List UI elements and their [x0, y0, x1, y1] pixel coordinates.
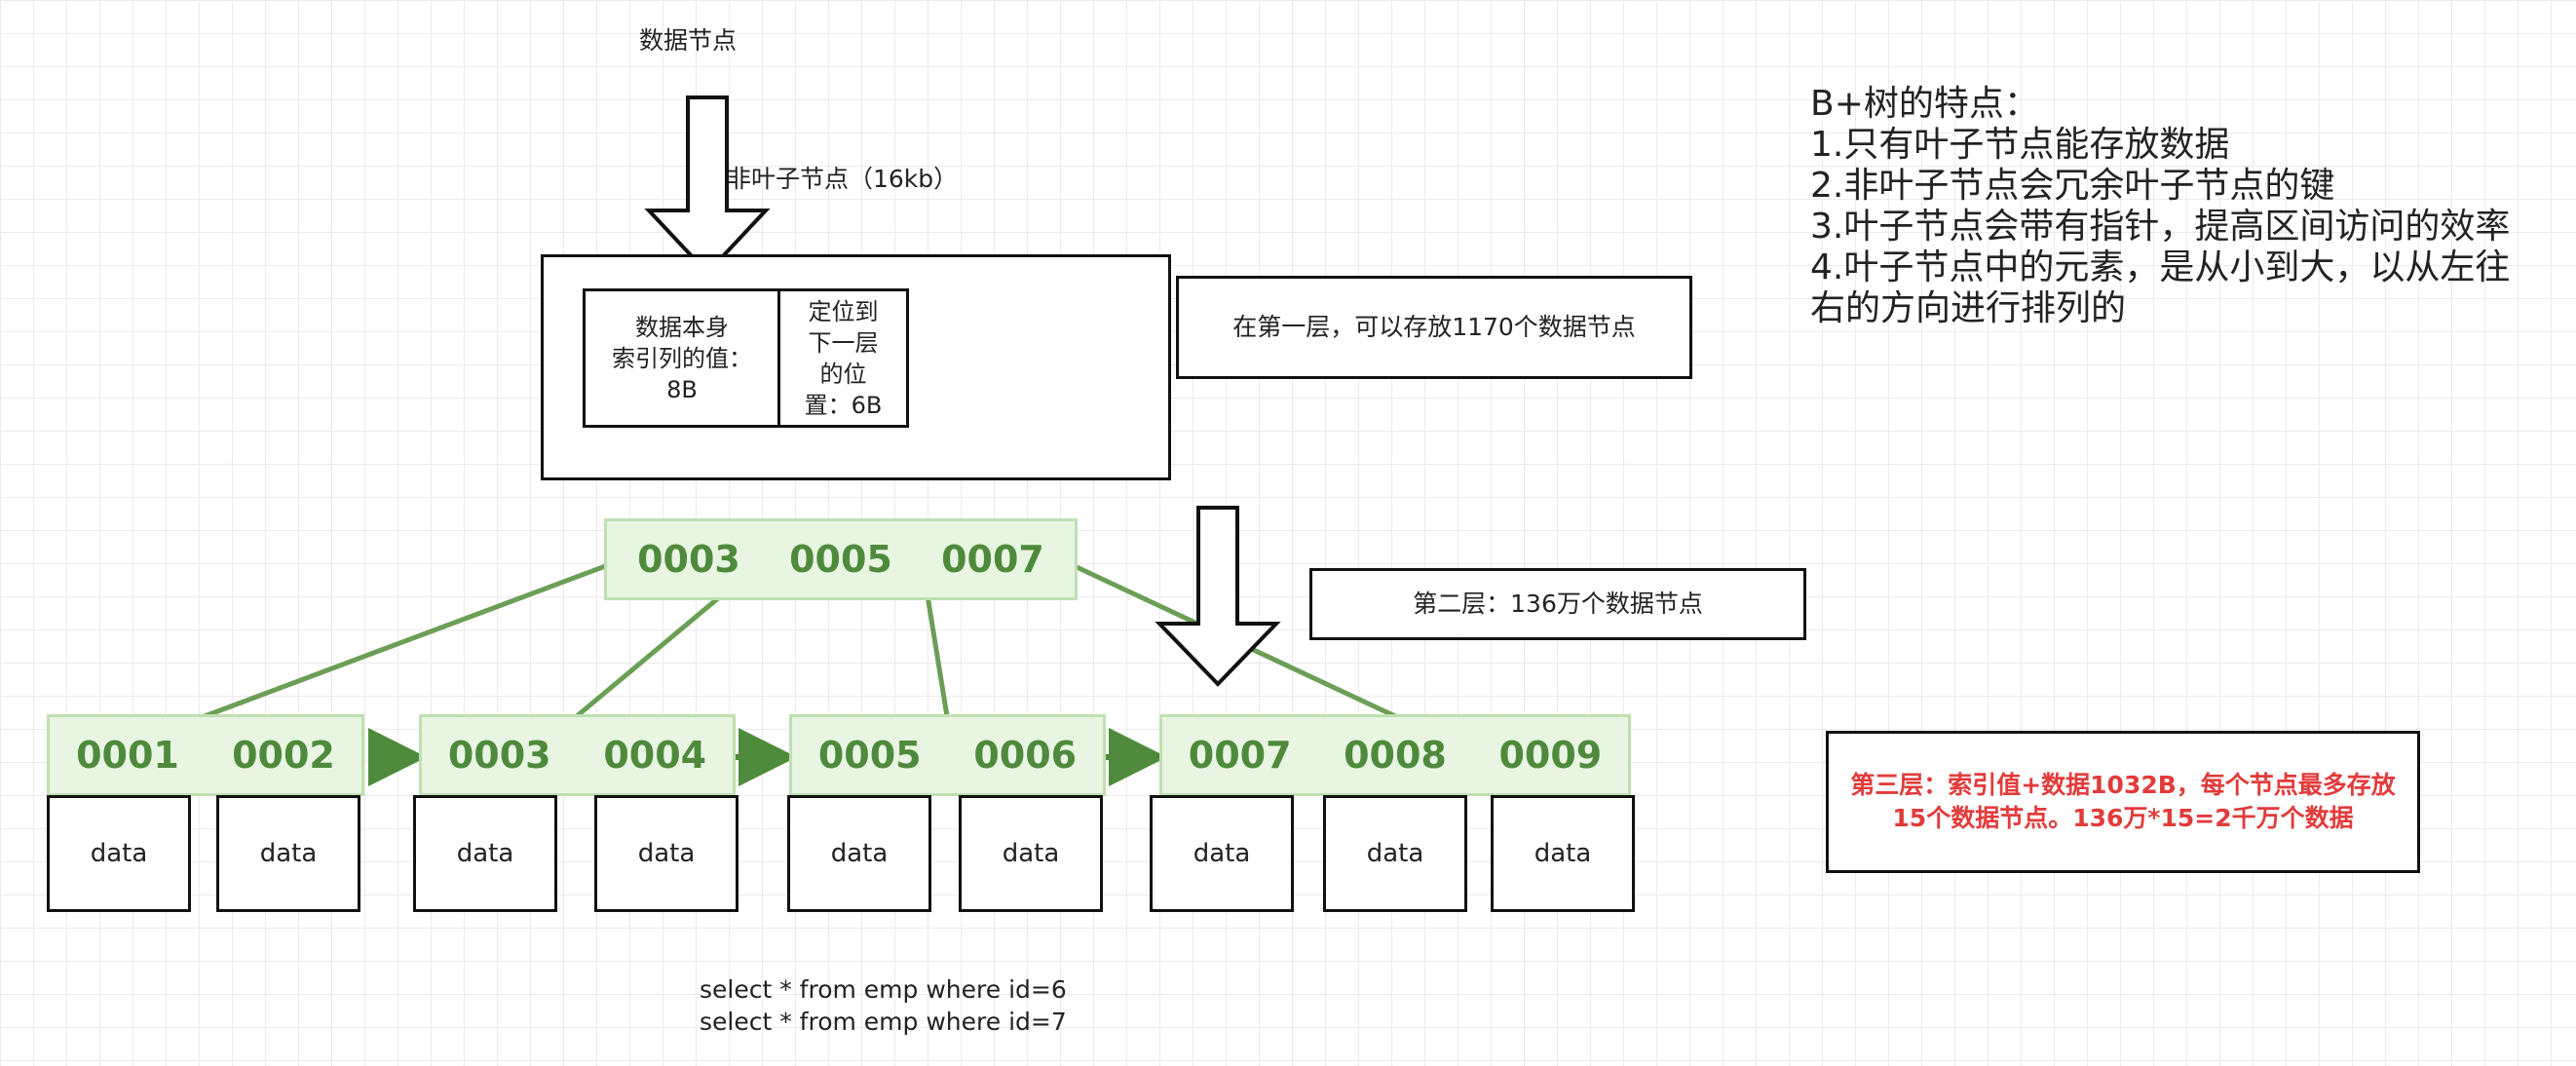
data-node-label: 数据节点 — [639, 26, 738, 55]
bplus-features: B+树的特点： 1.只有叶子节点能存放数据 2.非叶子节点会冗余叶子节点的键 3… — [1810, 84, 2510, 329]
feature-2: 2.非叶子节点会冗余叶子节点的键 — [1810, 166, 2335, 206]
data-box: data — [959, 795, 1103, 912]
features-title: B+树的特点： — [1810, 84, 2039, 124]
data-box: data — [47, 795, 191, 912]
pointer-line-3: 的位 — [819, 360, 867, 388]
pointer-cell: 定位到 下一层 的位 置：6B — [777, 288, 909, 428]
leaf-key: 0003 — [447, 734, 551, 777]
data-box: data — [1150, 795, 1294, 912]
leaf-key: 0005 — [817, 734, 922, 777]
leaf-key: 0009 — [1498, 734, 1603, 777]
index-value-cell: 数据本身 索引列的值： 8B — [583, 288, 781, 428]
data-box: data — [787, 795, 931, 912]
root-key: 0005 — [789, 538, 892, 581]
pointer-line-2: 下一层 — [808, 328, 879, 357]
non-leaf-node-label: 非叶子节点（16kb） — [727, 165, 959, 193]
data-box: data — [1491, 795, 1635, 912]
leaf-node-3: 0005 0006 — [789, 714, 1106, 796]
root-key: 0003 — [637, 538, 740, 581]
data-box: data — [216, 795, 360, 912]
layer1-text: 在第一层，可以存放1170个数据节点 — [1232, 312, 1636, 341]
leaf-key: 0007 — [1188, 734, 1292, 777]
index-value-line-3: 8B — [666, 375, 698, 403]
layer2-text: 第二层：136万个数据节点 — [1413, 589, 1703, 618]
down-arrow-middle — [1155, 506, 1281, 687]
sql-line-2: select * from emp where id=7 — [700, 1007, 1067, 1036]
index-value-line-2: 索引列的值： — [612, 344, 752, 372]
edge-root-leaf1 — [204, 556, 625, 719]
leaf-node-2: 0003 0004 — [419, 714, 736, 796]
feature-3: 3.叶子节点会带有指针，提高区间访问的效率 — [1810, 207, 2511, 247]
down-arrow-top — [644, 95, 771, 276]
data-box: data — [1323, 795, 1467, 912]
layer3-line-2: 15个数据节点。136万*15=2千万个数据 — [1892, 804, 2354, 832]
feature-5: 右的方向进行排列的 — [1810, 288, 2127, 328]
layer3-line-1: 第三层：索引值+数据1032B，每个节点最多存放 — [1850, 771, 2396, 799]
data-box: data — [594, 795, 739, 912]
feature-4: 4.叶子节点中的元素，是从小到大，以从左往 — [1810, 247, 2511, 287]
root-node: 0003 0005 0007 — [604, 518, 1078, 600]
leaf-key: 0008 — [1344, 734, 1447, 777]
leaf-node-4: 0007 0008 0009 — [1159, 714, 1631, 796]
leaf-key: 0004 — [603, 734, 707, 777]
leaf-key: 0006 — [973, 734, 1078, 777]
leaf-key: 0001 — [76, 734, 179, 777]
layer1-note: 在第一层，可以存放1170个数据节点 — [1176, 276, 1692, 379]
leaf-key: 0002 — [232, 734, 335, 777]
data-box: data — [413, 795, 557, 912]
sql-queries: select * from emp where id=6 select * fr… — [700, 974, 1067, 1038]
layer3-note: 第三层：索引值+数据1032B，每个节点最多存放 15个数据节点。136万*15… — [1826, 731, 2420, 873]
pointer-line-1: 定位到 — [808, 297, 879, 325]
layer2-note: 第二层：136万个数据节点 — [1309, 568, 1806, 640]
leaf-node-1: 0001 0002 — [47, 714, 364, 796]
root-key: 0007 — [941, 538, 1044, 581]
pointer-line-4: 置：6B — [804, 391, 883, 419]
index-value-line-1: 数据本身 — [635, 313, 729, 341]
sql-line-1: select * from emp where id=6 — [700, 975, 1067, 1004]
feature-1: 1.只有叶子节点能存放数据 — [1810, 125, 2230, 165]
